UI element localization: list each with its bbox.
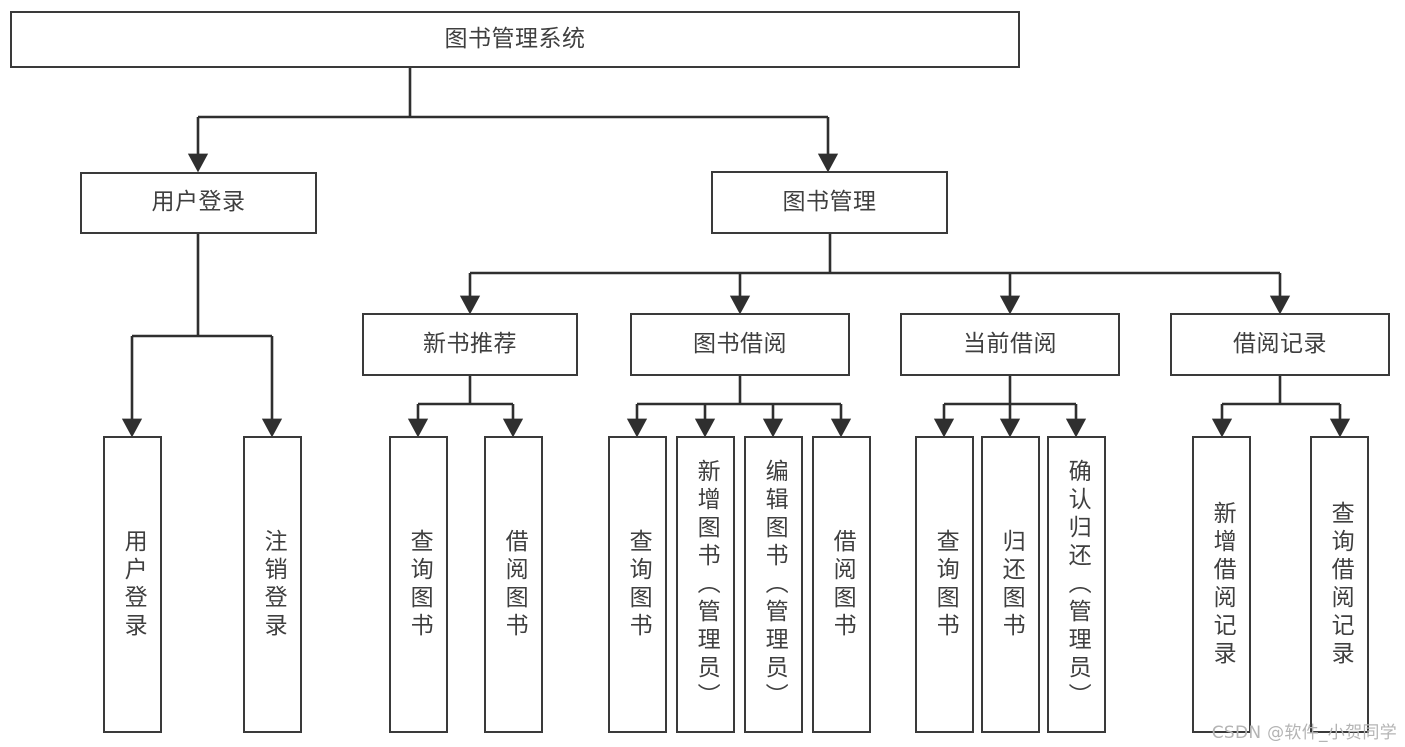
leaf-add-book-label: 新增图书（管理员） <box>693 458 720 711</box>
leaf-borrow-book-2[interactable]: 借阅图书 <box>812 436 871 733</box>
leaf-borrow-book-2-label: 借阅图书 <box>829 528 856 641</box>
leaf-user-login[interactable]: 用户登录 <box>103 436 162 733</box>
node-book-manage[interactable]: 图书管理 <box>711 171 948 234</box>
node-user-login[interactable]: 用户登录 <box>80 172 317 234</box>
csdn-watermark: CSDN @软件_小贺同学 <box>1211 723 1397 743</box>
leaf-add-record-label: 新增借阅记录 <box>1209 500 1236 669</box>
leaf-query-book-1-label: 查询图书 <box>406 528 433 641</box>
leaf-return-book-label: 归还图书 <box>998 528 1025 641</box>
leaf-query-record[interactable]: 查询借阅记录 <box>1310 436 1369 733</box>
leaf-borrow-book-1-label: 借阅图书 <box>501 528 528 641</box>
node-current-borrow-label: 当前借阅 <box>963 330 1057 357</box>
leaf-add-record[interactable]: 新增借阅记录 <box>1192 436 1251 733</box>
leaf-confirm-return[interactable]: 确认归还（管理员） <box>1047 436 1106 733</box>
leaf-query-book-3-label: 查询图书 <box>932 528 959 641</box>
node-new-book-recommend[interactable]: 新书推荐 <box>362 313 578 376</box>
leaf-user-login-label: 用户登录 <box>120 528 147 641</box>
leaf-confirm-return-label: 确认归还（管理员） <box>1064 458 1091 711</box>
node-borrow-record[interactable]: 借阅记录 <box>1170 313 1390 376</box>
node-new-book-recommend-label: 新书推荐 <box>423 330 517 357</box>
leaf-borrow-book-1[interactable]: 借阅图书 <box>484 436 543 733</box>
leaf-query-book-1[interactable]: 查询图书 <box>389 436 448 733</box>
leaf-add-book[interactable]: 新增图书（管理员） <box>676 436 735 733</box>
leaf-query-record-label: 查询借阅记录 <box>1327 500 1354 669</box>
leaf-return-book[interactable]: 归还图书 <box>981 436 1040 733</box>
node-borrow-record-label: 借阅记录 <box>1233 330 1327 357</box>
leaf-logout-label: 注销登录 <box>260 528 287 641</box>
leaf-query-book-2[interactable]: 查询图书 <box>608 436 667 733</box>
node-current-borrow[interactable]: 当前借阅 <box>900 313 1120 376</box>
leaf-edit-book-label: 编辑图书（管理员） <box>761 458 788 711</box>
leaf-logout[interactable]: 注销登录 <box>243 436 302 733</box>
node-book-manage-label: 图书管理 <box>782 188 877 215</box>
node-root[interactable]: 图书管理系统 <box>10 11 1020 68</box>
leaf-edit-book[interactable]: 编辑图书（管理员） <box>744 436 803 733</box>
leaf-query-book-2-label: 查询图书 <box>625 528 652 641</box>
node-root-label: 图书管理系统 <box>444 25 586 52</box>
node-book-borrow-label: 图书借阅 <box>693 330 787 357</box>
leaf-query-book-3[interactable]: 查询图书 <box>915 436 974 733</box>
node-book-borrow[interactable]: 图书借阅 <box>630 313 850 376</box>
node-user-login-label: 用户登录 <box>151 189 246 216</box>
